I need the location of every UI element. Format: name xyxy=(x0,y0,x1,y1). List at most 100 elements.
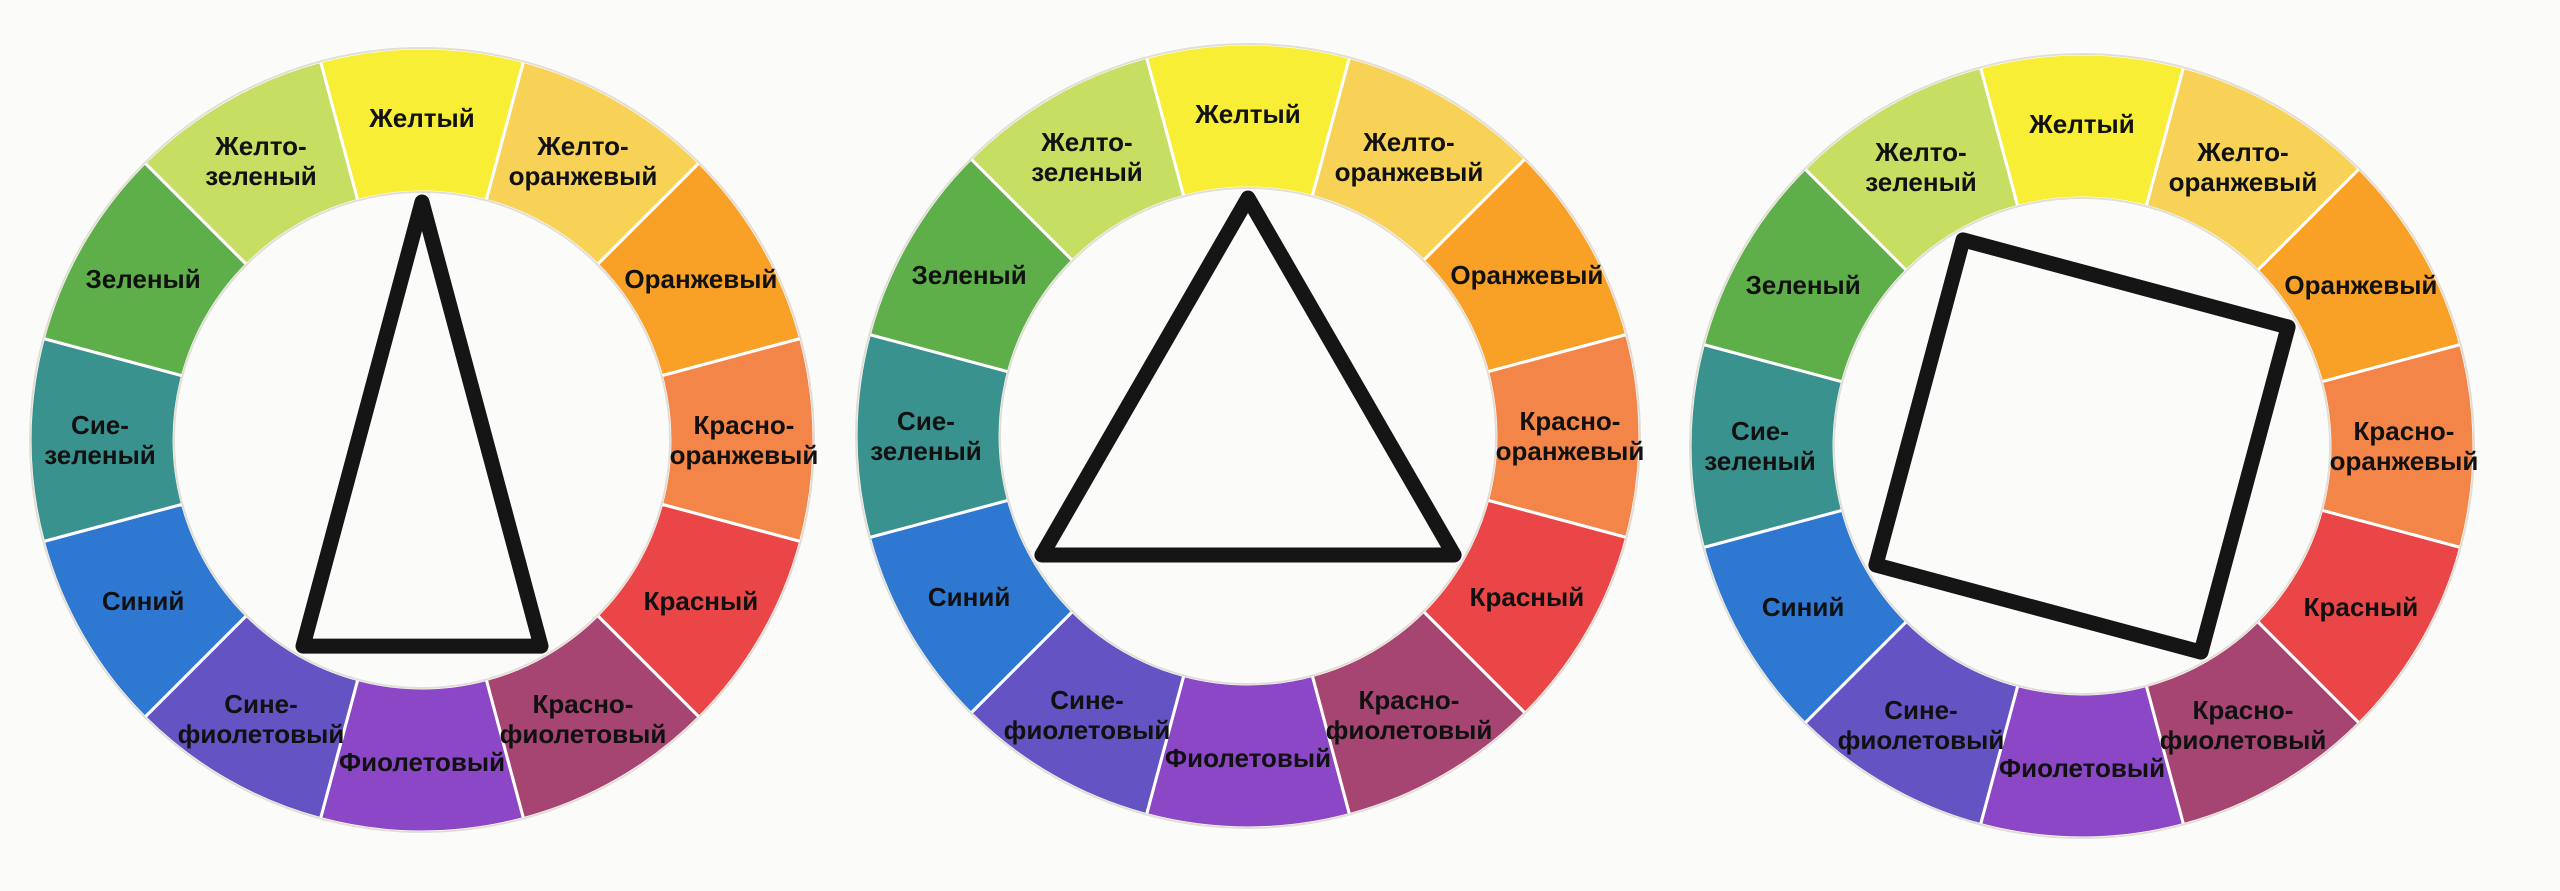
segment-label-line: Красно- xyxy=(1359,685,1460,715)
segment-label-blue-violet: Сине-фиолетовый xyxy=(178,689,345,749)
segment-label-line: Красно- xyxy=(1520,406,1621,436)
segment-label-line: Красный xyxy=(2304,592,2419,622)
segment-label-blue-green: Сие-зеленый xyxy=(870,406,982,466)
wheel-outer-edge xyxy=(855,43,1641,829)
segment-label-line: зеленый xyxy=(1704,446,1816,476)
segment-label-yellow-green: Желто-зеленый xyxy=(1865,137,1977,197)
segment-label-green: Зеленый xyxy=(85,264,200,294)
segment-label-line: оранжевый xyxy=(670,440,819,470)
segment-label-line: Желто- xyxy=(1362,127,1454,157)
segment-label-blue-violet: Сине-фиолетовый xyxy=(1838,695,2005,755)
segment-label-line: фиолетовый xyxy=(178,719,345,749)
harmony-shape-rectangle xyxy=(1868,232,2296,660)
segment-label-yellow-green: Желто-зеленый xyxy=(1031,127,1143,187)
segment-label-yellow-green: Желто-зеленый xyxy=(205,131,317,191)
segment-label-line: Желтый xyxy=(368,103,474,133)
wheel-outer-edge xyxy=(1689,53,2475,839)
harmony-shape-equilateral-triangle xyxy=(1034,190,1462,563)
segment-label-yellow-orange: Желто-оранжевый xyxy=(1335,127,1484,187)
segment-label-line: Оранжевый xyxy=(624,264,777,294)
segment-label-line: Зеленый xyxy=(911,260,1026,290)
segment-label-yellow: Желтый xyxy=(1194,99,1300,129)
segment-label-line: зеленый xyxy=(870,436,982,466)
segment-label-line: Желто- xyxy=(214,131,306,161)
wheel-inner-edge xyxy=(1833,197,2331,695)
segment-label-line: фиолетовый xyxy=(2160,725,2327,755)
segment-label-blue-green: Сие-зеленый xyxy=(1704,416,1816,476)
segment-label-yellow-orange: Желто-оранжевый xyxy=(509,131,658,191)
color-wheel-equilateral-triangle: ЖелтыйЖелто-оранжевыйОранжевыйКрасно-ора… xyxy=(854,42,1645,830)
segment-label-line: Сие- xyxy=(897,406,955,436)
segment-label-red-orange: Красно-оранжевый xyxy=(670,410,819,470)
segment-label-line: оранжевый xyxy=(2330,446,2479,476)
wheel-outer-edge xyxy=(29,47,815,833)
color-wheel-rectangle: ЖелтыйЖелто-оранжевыйОранжевыйКрасно-ора… xyxy=(1688,52,2479,840)
segment-label-line: Красный xyxy=(644,586,759,616)
segment-label-blue: Синий xyxy=(1762,592,1844,622)
segment-label-line: Оранжевый xyxy=(1450,260,1603,290)
segment-label-red: Красный xyxy=(644,586,759,616)
segment-label-line: Желто- xyxy=(2196,137,2288,167)
segment-label-line: Красный xyxy=(1470,582,1585,612)
segment-label-red-violet: Красно-фиолетовый xyxy=(500,689,667,749)
segment-label-line: фиолетовый xyxy=(500,719,667,749)
harmony-shape-isosceles-triangle xyxy=(295,194,549,654)
segment-label-line: Зеленый xyxy=(1745,270,1860,300)
segment-label-violet: Фиолетовый xyxy=(1165,743,1331,773)
segment-label-line: оранжевый xyxy=(509,161,658,191)
segment-label-line: Синий xyxy=(102,586,184,616)
segment-label-violet: Фиолетовый xyxy=(1999,753,2165,783)
segment-label-line: фиолетовый xyxy=(1004,715,1171,745)
segment-label-line: Фиолетовый xyxy=(339,747,505,777)
segment-label-line: Фиолетовый xyxy=(1999,753,2165,783)
color-wheel-isosceles-triangle: ЖелтыйЖелто-оранжевыйОранжевыйКрасно-ора… xyxy=(28,46,819,834)
segment-label-line: зеленый xyxy=(1865,167,1977,197)
segment-label-line: оранжевый xyxy=(1335,157,1484,187)
segment-label-orange: Оранжевый xyxy=(2284,270,2437,300)
segment-label-red-violet: Красно-фиолетовый xyxy=(1326,685,1493,745)
segment-label-blue-violet: Сине-фиолетовый xyxy=(1004,685,1171,745)
segment-label-line: Сине- xyxy=(1050,685,1124,715)
segment-label-line: фиолетовый xyxy=(1838,725,2005,755)
segment-label-green: Зеленый xyxy=(1745,270,1860,300)
segment-label-red: Красный xyxy=(2304,592,2419,622)
segment-label-line: Желто- xyxy=(1040,127,1132,157)
segment-label-blue: Синий xyxy=(102,586,184,616)
segment-label-blue: Синий xyxy=(928,582,1010,612)
segment-label-line: Красно- xyxy=(533,689,634,719)
segment-label-line: Красно- xyxy=(694,410,795,440)
segment-label-blue-green: Сие-зеленый xyxy=(44,410,156,470)
segment-label-line: Фиолетовый xyxy=(1165,743,1331,773)
segment-label-line: фиолетовый xyxy=(1326,715,1493,745)
segment-label-red-violet: Красно-фиолетовый xyxy=(2160,695,2327,755)
segment-label-green: Зеленый xyxy=(911,260,1026,290)
segment-label-yellow-orange: Желто-оранжевый xyxy=(2169,137,2318,197)
segment-label-line: Сие- xyxy=(1731,416,1789,446)
segment-label-line: Желтый xyxy=(2028,109,2134,139)
segment-label-line: Сине- xyxy=(1884,695,1958,725)
segment-label-line: зеленый xyxy=(1031,157,1143,187)
segment-label-line: зеленый xyxy=(44,440,156,470)
segment-label-orange: Оранжевый xyxy=(1450,260,1603,290)
segment-label-line: Синий xyxy=(1762,592,1844,622)
segment-label-line: Сие- xyxy=(71,410,129,440)
segment-label-line: Красно- xyxy=(2354,416,2455,446)
segment-label-line: Желто- xyxy=(1874,137,1966,167)
segment-label-line: Желтый xyxy=(1194,99,1300,129)
segment-label-red-orange: Красно-оранжевый xyxy=(2330,416,2479,476)
segment-label-red: Красный xyxy=(1470,582,1585,612)
segment-label-line: Оранжевый xyxy=(2284,270,2437,300)
segment-label-line: Сине- xyxy=(224,689,298,719)
segment-label-line: оранжевый xyxy=(2169,167,2318,197)
segment-label-red-orange: Красно-оранжевый xyxy=(1496,406,1645,466)
segment-label-line: Зеленый xyxy=(85,264,200,294)
segment-label-line: Желто- xyxy=(536,131,628,161)
wheel-inner-edge xyxy=(173,191,671,689)
wheel-inner-edge xyxy=(999,187,1497,685)
segment-label-line: Синий xyxy=(928,582,1010,612)
segment-label-yellow: Желтый xyxy=(2028,109,2134,139)
segment-label-line: Красно- xyxy=(2193,695,2294,725)
segment-label-yellow: Желтый xyxy=(368,103,474,133)
segment-label-violet: Фиолетовый xyxy=(339,747,505,777)
